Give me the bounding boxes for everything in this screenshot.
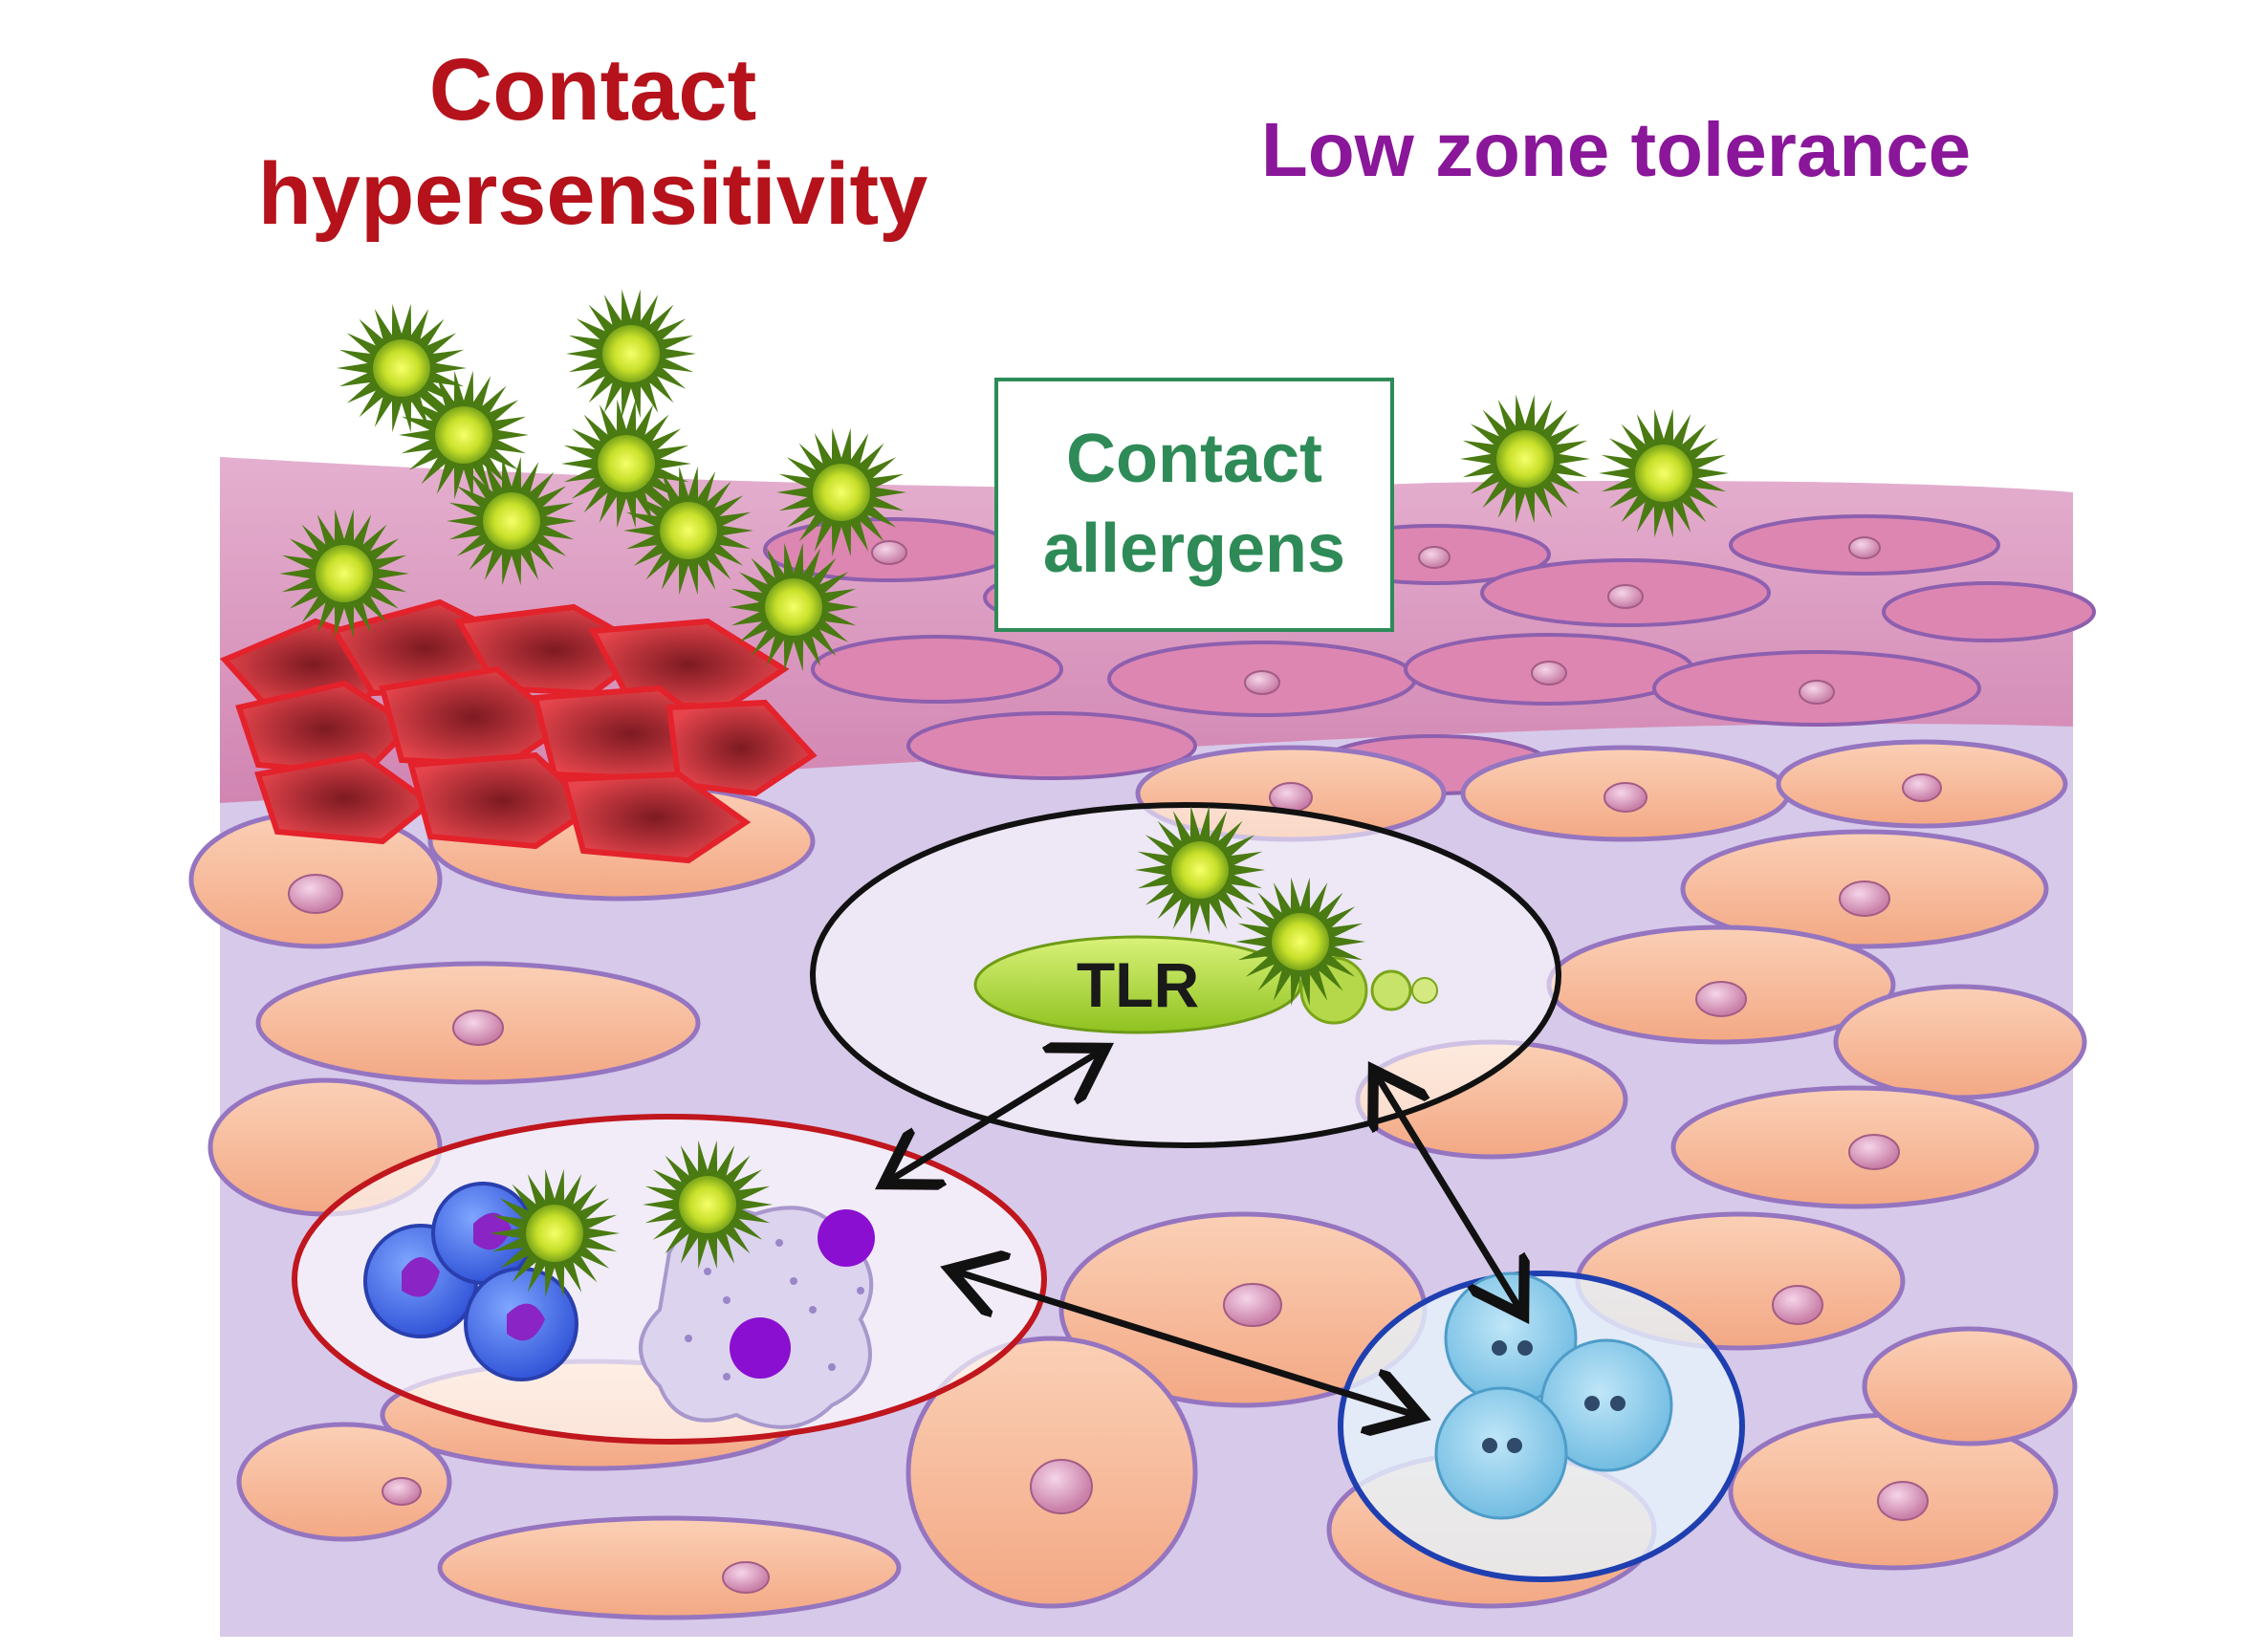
arrow-effectors-to-langerhans bbox=[956, 1272, 1415, 1415]
allergen-star-icon bbox=[776, 427, 906, 557]
allergen-box-line1: Contact bbox=[1066, 421, 1322, 498]
allergen-star-icon bbox=[623, 466, 753, 596]
arrow-tlr-to-effectors bbox=[889, 1052, 1100, 1181]
interaction-arrows bbox=[889, 1052, 1520, 1415]
arrow-tlr-to-langerhans bbox=[1377, 1076, 1520, 1310]
allergen-star-icon bbox=[399, 370, 529, 500]
allergen-star-icon bbox=[447, 456, 577, 586]
allergen-star-icon bbox=[561, 399, 691, 529]
allergen-star-icon bbox=[643, 1140, 773, 1270]
title-chs-line2: hypersensitivity bbox=[257, 144, 928, 243]
allergen-star-icon bbox=[1135, 805, 1265, 935]
allergen-star-icon bbox=[1460, 394, 1590, 524]
allergen-star-icon bbox=[1599, 408, 1729, 538]
allergen-star-icon bbox=[490, 1168, 620, 1298]
title-chs-line1: Contact bbox=[428, 41, 757, 139]
tlr-receptor-icon bbox=[973, 935, 1438, 1034]
langerhans-cell-icon bbox=[1434, 1272, 1673, 1520]
tlr-label: TLR bbox=[1076, 949, 1200, 1020]
contact-allergens-box: Contact allergens bbox=[994, 378, 1394, 632]
inflamed-cells-icon bbox=[219, 598, 818, 864]
allergen-star-icon bbox=[729, 542, 859, 672]
allergen-box-line2: allergens bbox=[1042, 511, 1346, 587]
allergen-stars bbox=[279, 289, 1729, 1298]
allergen-star-icon bbox=[279, 509, 409, 639]
low-zone-tolerance-title: Low zone tolerance bbox=[1260, 107, 1972, 192]
contact-hypersensitivity-title: Contact hypersensitivity bbox=[201, 38, 985, 246]
allergen-star-icon bbox=[566, 289, 696, 419]
lower-nuclei bbox=[288, 773, 1942, 1594]
neutrophil-icon bbox=[363, 1182, 578, 1381]
allergen-star-icon bbox=[337, 303, 467, 433]
allergen-star-icon bbox=[1235, 877, 1365, 1007]
